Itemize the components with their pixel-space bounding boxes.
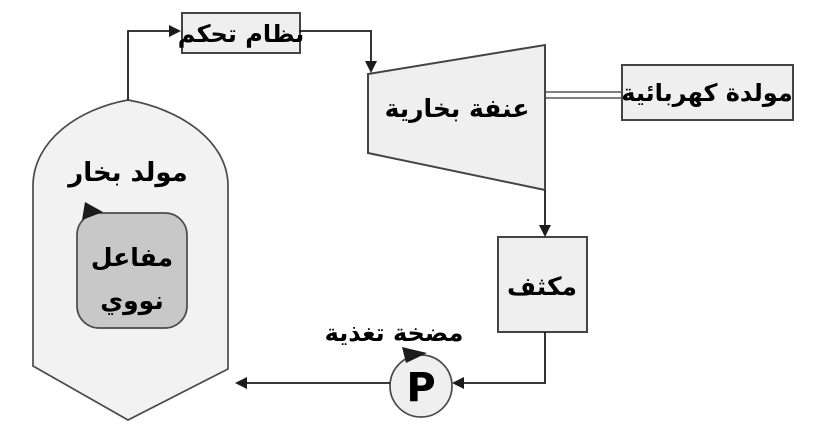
connector-control-to-turbine-arrowhead-icon	[365, 61, 377, 73]
electric-generator-box	[621, 64, 794, 121]
feed-pump-label: مضخة تغذية	[325, 319, 464, 347]
connector-condenser-to-pump	[452, 332, 546, 389]
condenser-node: مكثف	[497, 236, 588, 333]
connector-condenser-to-pump-line	[463, 332, 546, 384]
condenser-box	[497, 236, 588, 333]
nuclear-reactor-label-line2: نووي	[100, 286, 164, 316]
connector-turbine-to-condenser-arrowhead-icon	[539, 225, 551, 237]
control-system-label: نظام تحكم	[178, 20, 304, 48]
feed-pump-node: P مضخة تغذية	[325, 319, 464, 418]
steam-turbine-label: عنفة بخارية	[385, 94, 530, 123]
electric-generator-label: مولدة كهربائية	[621, 79, 792, 107]
connector-generator-to-control-arrowhead-icon	[169, 25, 181, 37]
reactor-loop-arrowhead-icon	[82, 202, 103, 220]
electric-generator-node: مولدة كهربائية	[621, 64, 794, 121]
connector-control-to-turbine-line	[300, 30, 372, 62]
steam-generator-label: مولد بخار	[66, 158, 187, 188]
connector-turbine-to-condenser	[539, 190, 551, 237]
steam-turbine-node: عنفة بخارية	[367, 43, 546, 192]
connector-pump-to-generator-arrowhead-icon	[235, 377, 247, 389]
control-system-node: نظام تحكم	[178, 12, 304, 54]
connector-generator-to-control	[127, 25, 181, 100]
control-system-box	[181, 12, 301, 54]
turbine-generator-shaft	[546, 91, 622, 99]
connector-control-to-turbine	[300, 30, 377, 73]
connector-generator-to-control-line	[127, 30, 170, 100]
feed-pump-symbol: P	[406, 365, 435, 411]
condenser-label: مكثف	[507, 272, 577, 301]
pump-rotation-arrowhead-icon	[402, 347, 427, 363]
nuclear-reactor-shape	[76, 212, 188, 329]
connector-pump-to-generator	[235, 377, 390, 389]
nuclear-reactor-label-line1: مفاعل	[91, 243, 173, 272]
connector-condenser-to-pump-arrowhead-icon	[452, 377, 464, 389]
nuclear-reactor-node: مفاعل نووي	[76, 202, 188, 329]
